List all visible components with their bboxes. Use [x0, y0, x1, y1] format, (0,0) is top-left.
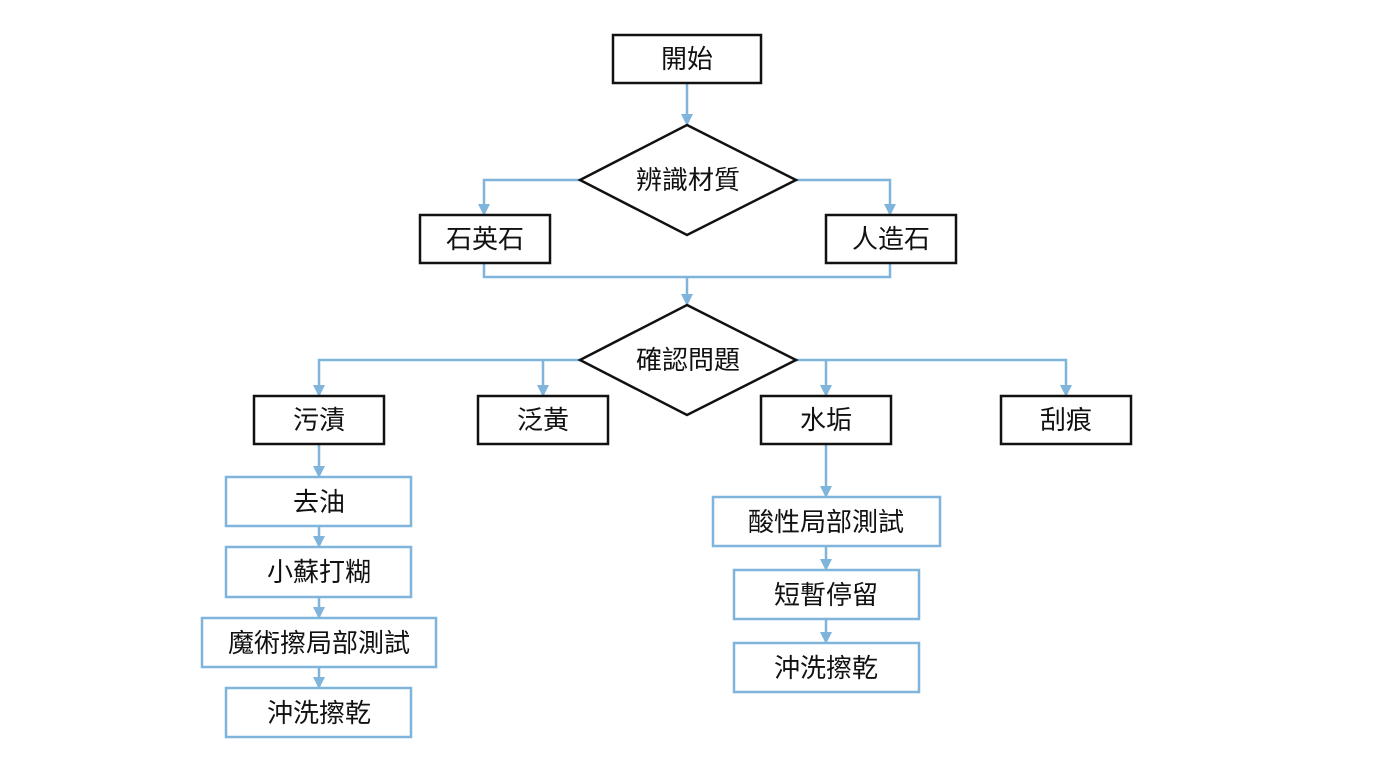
decision-confirm-problem: 確認問題 — [577, 303, 799, 417]
edge-merge — [482, 263, 892, 279]
decision-confirm-problem-label: 確認問題 — [636, 346, 740, 376]
step-brief-dwell-label: 短暫停留 — [774, 581, 878, 611]
node-yellowing: 泛黃 — [476, 394, 610, 446]
node-scratch: 刮痕 — [999, 394, 1133, 446]
node-yellowing-label: 泛黃 — [517, 406, 569, 436]
step-rinse-dry-left-label: 沖洗擦乾 — [267, 699, 371, 729]
step-magic-eraser-test-label: 魔術擦局部測試 — [228, 629, 410, 659]
step-degrease-label: 去油 — [293, 488, 345, 518]
step-rinse-dry-right: 沖洗擦乾 — [732, 641, 921, 694]
step-rinse-dry-right-label: 沖洗擦乾 — [774, 654, 878, 684]
node-quartz: 石英石 — [418, 213, 552, 265]
step-degrease: 去油 — [224, 475, 413, 528]
node-water-scale: 水垢 — [759, 394, 893, 446]
node-stain-label: 污漬 — [293, 406, 345, 436]
node-start: 開始 — [611, 33, 763, 85]
node-stain: 污漬 — [252, 394, 386, 446]
node-start-label: 開始 — [661, 45, 713, 75]
step-baking-soda-paste: 小蘇打糊 — [224, 545, 413, 599]
edge-identify-artificial — [796, 178, 896, 216]
node-water-scale-label: 水垢 — [800, 406, 852, 436]
connectors — [313, 83, 1072, 689]
decision-identify-material: 辨識材質 — [577, 123, 799, 237]
edge-confirm-stain — [313, 358, 580, 397]
step-baking-soda-paste-label: 小蘇打糊 — [267, 558, 371, 588]
step-rinse-dry-left: 沖洗擦乾 — [224, 686, 413, 739]
node-quartz-label: 石英石 — [446, 225, 524, 255]
step-brief-dwell: 短暫停留 — [732, 568, 921, 621]
edge-identify-quartz — [478, 178, 580, 216]
step-magic-eraser-test: 魔術擦局部測試 — [200, 616, 438, 669]
decision-identify-material-label: 辨識材質 — [636, 166, 740, 196]
edge-confirm-scratch — [796, 358, 1072, 397]
node-artificial-stone: 人造石 — [824, 213, 958, 265]
step-acid-spot-test: 酸性局部測試 — [711, 495, 942, 548]
node-scratch-label: 刮痕 — [1040, 406, 1092, 436]
node-artificial-stone-label: 人造石 — [852, 225, 930, 255]
step-acid-spot-test-label: 酸性局部測試 — [748, 508, 904, 538]
